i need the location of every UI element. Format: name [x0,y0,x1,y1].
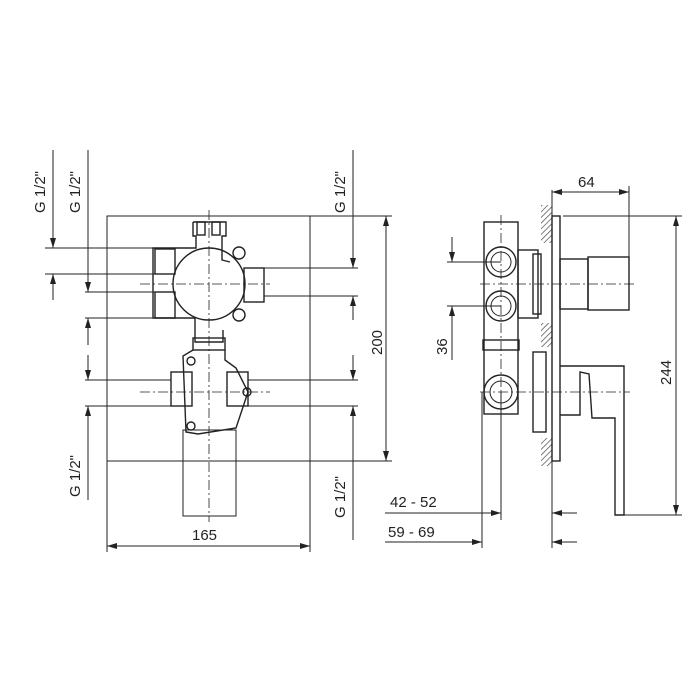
inlet-port-bottom-left [154,291,176,319]
diverter-port-left [170,371,193,407]
flange [532,351,547,433]
diverter-port-right [226,371,249,407]
wall-hatch [541,205,552,243]
thread-label-4: G 1/2" [67,455,84,497]
extension-sleeve [182,429,237,517]
thread-label-5: G 1/2" [332,476,349,518]
front-view: G 1/2" G 1/2" G 1/2" G 1/2" G 1/2" 165 2… [32,150,392,552]
mixer-handle [560,365,625,516]
depth-range-1: 42 - 52 [390,494,437,511]
depth-range-2: 59 - 69 [388,524,435,541]
total-height-dimension: 244 [658,360,675,385]
inlet-port-top-left [154,248,176,275]
diverter-body [182,349,249,435]
side-view: 64 244 36 42 - 52 59 - 69 [385,174,682,548]
thread-label-3: G 1/2" [332,171,349,213]
thread-label-1: G 1/2" [32,171,49,213]
thread-label-2: G 1/2" [67,171,84,213]
diverter-knob [587,256,630,311]
body-outline [152,221,231,343]
port-spacing-dimension: 36 [434,338,451,355]
width-dimension: 165 [192,527,217,544]
outlet-port-right [243,267,265,303]
height-dimension: 200 [369,330,386,355]
handle-depth-dimension: 64 [578,174,595,191]
cover-plate [551,215,561,462]
mounting-box-outline [106,215,311,462]
